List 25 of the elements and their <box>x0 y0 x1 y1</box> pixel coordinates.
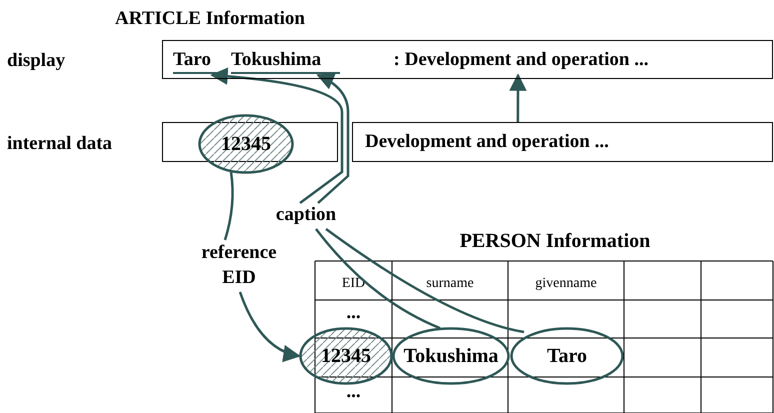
row-label: display <box>7 50 66 72</box>
name-text: Taro <box>173 48 223 74</box>
ellipse-highlight: Taro <box>510 327 624 385</box>
column-header: surname <box>425 275 475 293</box>
body-text: : Development and operation ... <box>356 48 686 74</box>
body-text: reference EID <box>199 240 279 292</box>
arrow <box>238 292 301 362</box>
arrow <box>210 68 344 204</box>
row-label: internal data <box>7 133 114 155</box>
body-text: caption <box>266 203 346 229</box>
ellipse-highlight: Tokushima <box>392 327 510 385</box>
hatched-ellipse: 12345 <box>198 114 294 174</box>
table-text: ... <box>345 302 362 324</box>
frame-box <box>162 40 773 79</box>
connector-line <box>325 228 524 334</box>
heading: PERSON Information <box>458 230 652 252</box>
connector-line <box>315 228 441 330</box>
arrow <box>316 74 350 204</box>
column-header: givenname <box>534 275 598 293</box>
text-box: Development and operation ... <box>352 122 773 162</box>
hatched-ellipse: 12345 <box>299 327 393 385</box>
heading: ARTICLE Information <box>114 8 306 30</box>
arrow <box>509 73 527 122</box>
connector-line <box>224 172 234 240</box>
name-text: Tokushima <box>231 48 340 74</box>
